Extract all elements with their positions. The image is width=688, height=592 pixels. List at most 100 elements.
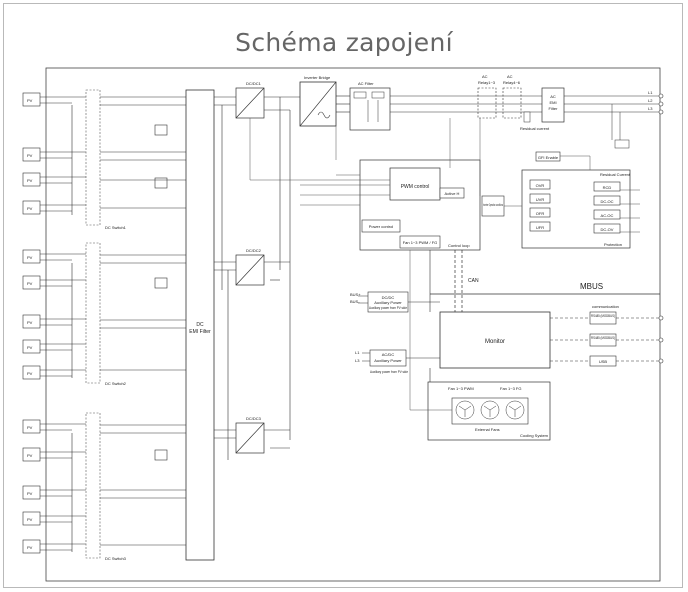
pv-module — [22, 419, 41, 434]
protection-box — [521, 169, 631, 249]
pv-module — [22, 172, 41, 187]
protection-label: Protection — [604, 242, 622, 247]
pv-module — [22, 539, 41, 554]
dcdc-aux-1: DC/DC — [382, 295, 395, 300]
active-h-box — [439, 187, 465, 199]
prot-residual: Residual Current — [600, 172, 631, 177]
phase-l1: L1 — [648, 90, 653, 95]
prot-ovr: OVR — [536, 183, 545, 188]
dcdc-aux-3: Auxiliary power from PV side — [369, 305, 408, 310]
pv-module — [22, 147, 41, 162]
ac-emi-label-3: Filter — [549, 106, 559, 111]
active-h-label: Active H — [445, 191, 460, 196]
relay2-label-2: Relay4~6 — [503, 80, 521, 85]
pv-module-label: PV — [27, 491, 33, 496]
pv-module-label: PV — [27, 371, 33, 376]
pwm-control-box — [389, 167, 441, 201]
phase-l3: L3 — [648, 106, 653, 111]
pv-module-label: PV — [27, 517, 33, 522]
dc-lines — [71, 96, 186, 552]
dcdc3-label: DC/DC3 — [246, 416, 262, 421]
ac-input-l3: L3 — [355, 358, 360, 363]
dc-switch3-label: DC Switch3 — [105, 556, 127, 561]
protection-items — [529, 179, 621, 234]
emi-to-dcdc — [214, 96, 236, 460]
slide-frame — [3, 3, 683, 588]
can-label: CAN — [468, 278, 479, 284]
residual-current-label: Residual current — [520, 126, 550, 131]
fan-fg-ctrl: Fan 1~3 FG — [500, 386, 521, 391]
pv-module-label: PV — [27, 425, 33, 430]
gfi-enable-label: GFI Enable — [538, 155, 559, 160]
power-control-box — [361, 219, 401, 233]
external-fans-label: External Fans — [475, 427, 500, 432]
pv-module — [22, 339, 41, 354]
pv-module — [22, 314, 41, 329]
capacitor-boxes — [154, 124, 168, 461]
cooling-system-box — [427, 381, 551, 441]
relay1-label-2: Relay1~3 — [478, 80, 496, 85]
fan-pwm-ctrl: Fan 1~3 PWM — [448, 386, 474, 391]
fan-pwm-label: Fan 1~3 PWM / FG — [403, 240, 438, 245]
monitor-label: Monitor — [485, 339, 505, 345]
dc-bus — [264, 96, 300, 449]
ac-emi-filter — [541, 87, 565, 123]
dc-switch-groups — [85, 89, 101, 559]
bus-minus: BUS- — [350, 299, 360, 304]
dcdc2-label: DC/DC2 — [246, 248, 262, 253]
pv-module-label: PV — [27, 545, 33, 550]
pv-module — [22, 275, 41, 290]
pv-module — [22, 365, 41, 380]
pv-module-label: PV — [27, 98, 33, 103]
pv-module-label: PV — [27, 453, 33, 458]
pv-module-label: PV — [27, 255, 33, 260]
inverter-bridge-label: Inverter Bridge — [304, 75, 331, 80]
prot-ufr: UFR — [536, 225, 544, 230]
bus-plus: BUS+ — [350, 292, 361, 297]
ac-filter — [349, 87, 391, 131]
ac-filter-label: AC Filter — [358, 81, 374, 86]
fan-pwm-box — [399, 235, 441, 249]
rs485-2: RS485 (MODBUS) — [591, 335, 615, 340]
emi-label-2: EMI Filter — [189, 329, 211, 335]
rs485-1: RS485 (MODBUS) — [591, 313, 615, 318]
ac-lines — [336, 95, 660, 113]
dc-switch1-label: DC Switch1 — [105, 225, 127, 230]
diagram-border — [45, 67, 661, 582]
inverter-operation-label: Inverter Operation conditions — [483, 202, 503, 207]
dc-switch2-box — [85, 242, 101, 384]
prot-uvr: UVR — [536, 197, 545, 202]
acdc-aux-1: AC/DC — [382, 352, 395, 357]
pv-module-label: PV — [27, 178, 33, 183]
pv-module-label: PV — [27, 345, 33, 350]
pv-module-label: PV — [27, 281, 33, 286]
comm-ports — [589, 311, 617, 367]
acdc-aux-3: Auxiliary power from PV side — [370, 369, 409, 374]
dc-switch3-box — [85, 412, 101, 559]
relay1-label-1: AC — [482, 74, 488, 79]
gfi-enable-box — [535, 151, 561, 162]
relay2-box — [502, 87, 522, 119]
power-control-label: Power control — [369, 224, 394, 229]
can-bus — [454, 250, 463, 312]
relay1-box — [477, 87, 497, 119]
dc-switch2-label: DC Switch2 — [105, 381, 127, 386]
pv-module-label: PV — [27, 153, 33, 158]
usb-port: USB — [599, 359, 608, 364]
pv-module — [22, 249, 41, 264]
communication-label: communication — [592, 304, 619, 309]
mbus-label: MBUS — [580, 282, 603, 291]
dc-switch1-box — [85, 89, 101, 226]
control-wiring — [249, 118, 640, 233]
ac-input-l1: L1 — [355, 350, 360, 355]
pv-module-label: PV — [27, 206, 33, 211]
dcdc1-label: DC/DC1 — [246, 81, 262, 86]
dc-emi-filter — [185, 89, 215, 561]
relay2-label-1: AC — [507, 74, 513, 79]
emi-label-1: DC — [196, 322, 204, 328]
ac-emi-label-2: EMI — [549, 100, 556, 105]
pv-module — [22, 200, 41, 215]
dcdc-converters — [235, 87, 265, 454]
